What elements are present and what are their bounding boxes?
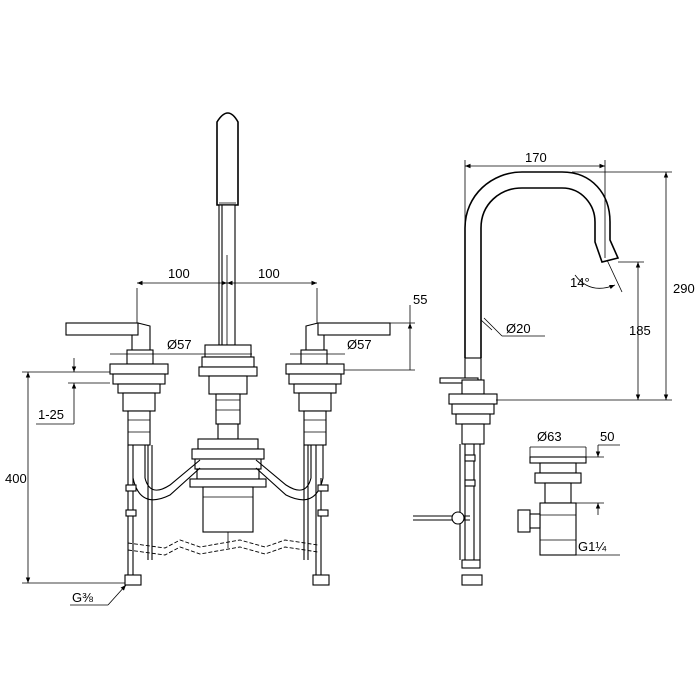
dim-290: 290 bbox=[673, 281, 695, 296]
dim-57-left: Ø57 bbox=[167, 337, 192, 352]
waste-valve bbox=[517, 456, 587, 556]
dim-55: 55 bbox=[413, 292, 427, 307]
dim-400: 400 bbox=[5, 471, 27, 486]
dim-57-right: Ø57 bbox=[347, 337, 372, 352]
dim-g1-1-4: G1¼ bbox=[578, 539, 606, 554]
dim-100-left: 100 bbox=[168, 266, 190, 281]
front-view: 100 100 55 Ø57 Ø57 1-25 400 G⅜ bbox=[5, 112, 427, 606]
gooseneck-spout bbox=[413, 171, 620, 586]
dim-170: 170 bbox=[525, 150, 547, 165]
dim-50: 50 bbox=[600, 429, 614, 444]
dim-14-degrees: 14° bbox=[570, 275, 590, 290]
dim-20: Ø20 bbox=[506, 321, 531, 336]
dim-100-right: 100 bbox=[258, 266, 280, 281]
right-valve bbox=[285, 322, 391, 446]
dim-185: 185 bbox=[629, 323, 651, 338]
supply-pipes bbox=[124, 445, 330, 586]
front-dimensions: 100 100 55 Ø57 Ø57 1-25 400 G⅜ bbox=[5, 255, 427, 606]
dim-1-25: 1-25 bbox=[38, 407, 64, 422]
left-valve bbox=[65, 322, 169, 446]
spout-column bbox=[189, 112, 267, 548]
side-dimensions: 170 290 185 14° Ø20 Ø63 50 bbox=[464, 150, 695, 556]
dim-g3-8: G⅜ bbox=[72, 590, 93, 605]
dim-63: Ø63 bbox=[537, 429, 562, 444]
side-view: 170 290 185 14° Ø20 Ø63 50 bbox=[413, 150, 695, 586]
